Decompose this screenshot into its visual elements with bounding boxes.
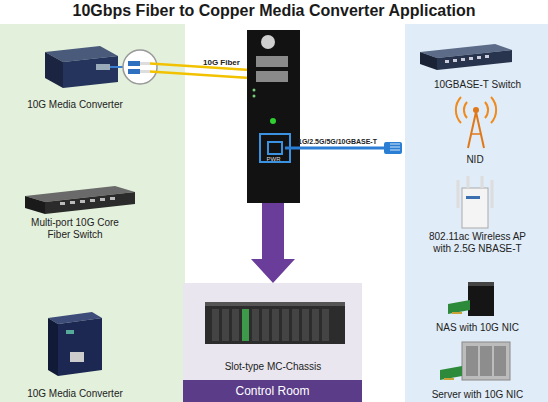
node-label: 10GBASE-T Switch: [413, 79, 543, 91]
copper-label: 1G/2.5G/5G/10GBASE-T: [298, 138, 377, 145]
node-label: PWR: [247, 156, 300, 163]
control-room-panel: Control Room Slot-type MC-Chassis: [183, 283, 362, 402]
node-label: NID: [435, 154, 515, 166]
wireless-ap: 802.11ac Wireless AP with 2.5G NBASE-T: [410, 175, 545, 254]
diagram-title: 10Gbps Fiber to Copper Media Converter A…: [0, 2, 548, 20]
media-converter: 10G Media Converter: [10, 38, 140, 110]
fiber-label: 10G Fiber: [203, 58, 240, 67]
mc-chassis: Slot-type MC-Chassis: [193, 295, 353, 372]
node-label: NAS with 10G NIC: [413, 322, 543, 334]
flow-arrow: [251, 203, 295, 283]
node-label: 10G Media Converter: [15, 99, 135, 111]
node-label: Multi-port 10G Core Fiber Switch: [30, 217, 120, 240]
server-rack: Server with 10G NIC: [410, 340, 545, 400]
copper-switch: 10GBASE-T Switch: [410, 40, 545, 90]
node-label: Slot-type MC-Chassis: [198, 361, 348, 373]
core-fiber-switch: Multi-port 10G Core Fiber Switch: [10, 180, 140, 240]
nas-device: NAS with 10G NIC: [410, 275, 545, 333]
media-converter: 10G Media Converter: [10, 305, 140, 399]
node-label: Server with 10G NIC: [413, 389, 543, 401]
nid-tower: NID: [430, 95, 520, 165]
node-label: 802.11ac Wireless AP with 2.5G NBASE-T: [422, 231, 534, 254]
fiber-copper-converter: PWR: [247, 30, 300, 203]
node-label: Control Room: [183, 380, 362, 402]
node-label: 10G Media Converter: [15, 388, 135, 400]
